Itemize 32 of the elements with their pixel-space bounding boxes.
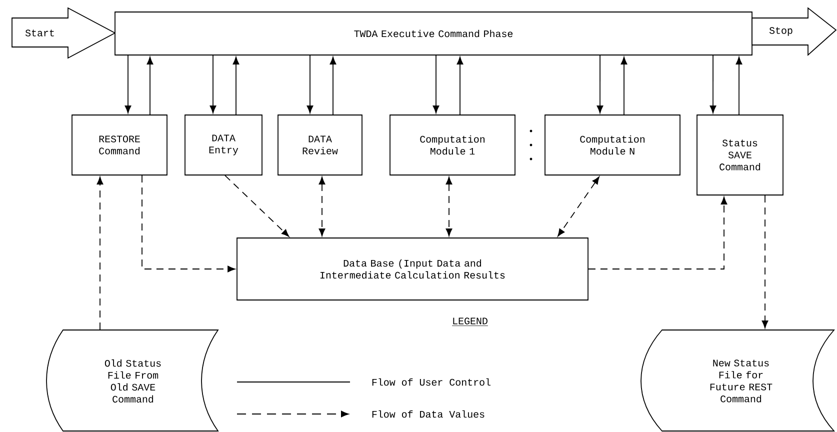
arrow	[736, 56, 742, 115]
process-box: Status SAVE Command	[696, 114, 784, 196]
process-box: DATA Entry	[184, 114, 262, 176]
legend-text: Flow of User Control	[372, 378, 490, 386]
arrow	[762, 195, 768, 328]
node-label: Stop	[769, 27, 792, 36]
process-box: RESTORE Command	[72, 114, 168, 176]
arrow	[330, 56, 336, 115]
arrow	[224, 175, 290, 237]
legend-text: Flow of Data Values	[372, 410, 484, 418]
arrow	[456, 56, 464, 115]
arrow	[232, 56, 240, 115]
phase-band: TWDA Executive Command Phase	[114, 12, 752, 56]
arrow	[210, 55, 216, 114]
arrow	[96, 176, 104, 330]
arrow	[432, 55, 440, 114]
arrow	[558, 176, 600, 237]
arrow	[620, 56, 628, 115]
legend-title: LEGEND	[452, 318, 488, 326]
process-box: DATA Review	[278, 114, 362, 176]
arrow	[588, 196, 728, 270]
arrow	[124, 55, 132, 114]
arrow	[306, 55, 314, 114]
process-box: Computation Module N	[544, 114, 680, 176]
arrow	[710, 55, 716, 114]
arrow	[446, 176, 452, 236]
arrow	[318, 176, 326, 236]
arrow	[142, 175, 236, 272]
process-box: Computation Module 1	[390, 114, 516, 176]
arrow	[146, 56, 154, 115]
arrow	[596, 55, 604, 114]
database-box: Data Base (Input Data and Intermediate Calculation Results	[236, 238, 588, 300]
